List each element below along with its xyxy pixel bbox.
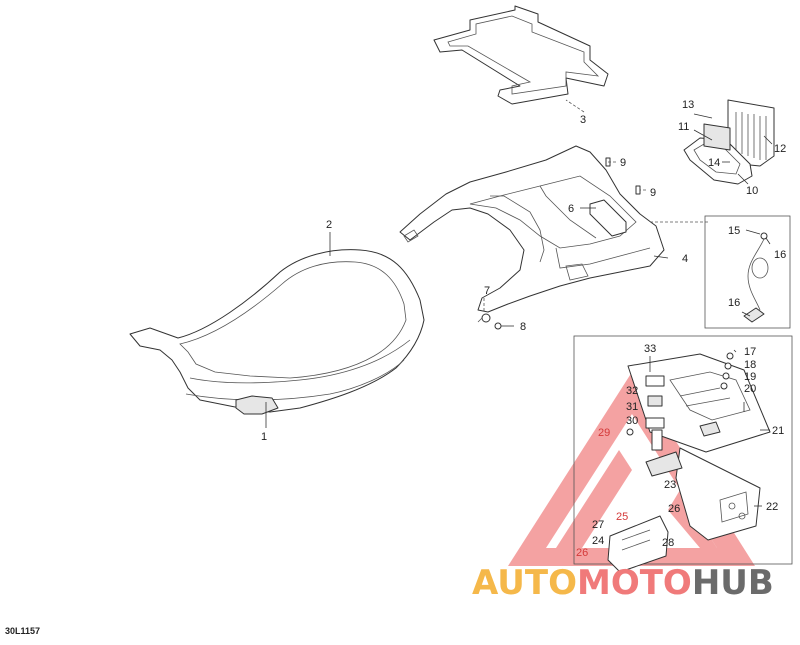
callout-18: 18 (744, 359, 756, 371)
callout-16b: 16 (728, 297, 740, 309)
callout-23: 23 (664, 479, 676, 491)
callouts: 1 2 3 4 5 6 7 8 9 9 10 11 12 13 14 15 16… (261, 99, 786, 559)
callout-20: 20 (744, 383, 756, 395)
part-liner (433, 5, 609, 105)
callout-10: 10 (746, 185, 758, 197)
callout-2: 2 (326, 219, 332, 231)
part-hitch (675, 447, 761, 541)
watermark-part-auto: AUTO (472, 563, 577, 603)
part-bracket (589, 199, 627, 237)
part-seat (129, 249, 425, 415)
callout-22: 22 (766, 501, 778, 513)
callout-21: 21 (772, 425, 784, 437)
callout-3: 3 (580, 114, 586, 126)
callout-1: 1 (261, 431, 267, 443)
fastener-7 (477, 313, 491, 323)
callout-9a: 9 (620, 157, 626, 169)
callout-28: 28 (662, 537, 674, 549)
callout-4: 4 (682, 253, 688, 265)
watermark-part-moto: MOTO (577, 563, 692, 603)
callout-7: 7 (484, 285, 490, 297)
watermark-text: AUTOMOTOHUB (472, 563, 774, 603)
callout-19: 19 (744, 371, 756, 383)
part-module-bracket (683, 123, 753, 185)
part-cable (743, 232, 769, 323)
callout-6: 6 (568, 203, 574, 215)
diagram-code: 30L1157 (5, 626, 41, 636)
callout-8: 8 (520, 321, 526, 333)
callout-17: 17 (744, 346, 756, 358)
part-hardware-stack (626, 352, 734, 451)
inset-frame-cable (704, 215, 791, 329)
svg-text:AUTOMOTOHUB: AUTOMOTOHUB (472, 563, 774, 603)
fastener-8 (494, 322, 514, 330)
callout-30: 30 (626, 415, 638, 427)
callout-24: 24 (592, 535, 604, 547)
callout-32: 32 (626, 385, 638, 397)
part-lower-block (607, 451, 683, 573)
callout-9b: 9 (650, 187, 656, 199)
callout-26b: 26 (576, 547, 588, 559)
part-storage-tub (399, 145, 665, 313)
callout-12: 12 (774, 143, 786, 155)
callout-13: 13 (682, 99, 694, 111)
leader-lines (265, 99, 773, 507)
callout-29: 29 (598, 427, 610, 439)
watermark-part-hub: HUB (692, 563, 774, 603)
callout-27: 27 (592, 519, 604, 531)
callout-14: 14 (708, 157, 720, 169)
callout-31: 31 (626, 401, 638, 413)
inset-frame-rack (573, 335, 793, 565)
callout-26a: 26 (668, 503, 680, 515)
callout-11: 11 (678, 121, 689, 133)
callout-33: 33 (644, 343, 656, 355)
callout-25: 25 (616, 511, 628, 523)
callout-16a: 16 (774, 249, 786, 261)
callout-15: 15 (728, 225, 740, 237)
part-module (727, 99, 775, 167)
